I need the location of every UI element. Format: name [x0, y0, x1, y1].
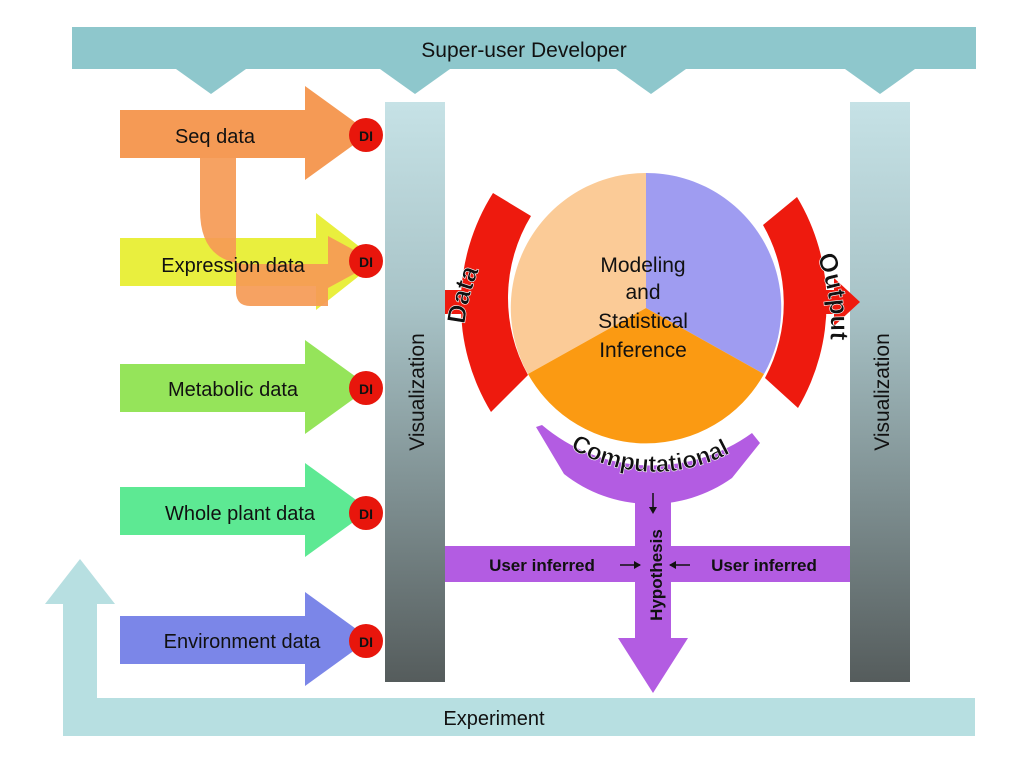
arrow-right-icon	[620, 561, 641, 569]
hypothesis-label: Hypothesis	[647, 529, 666, 621]
di-badge-seq: DI	[349, 118, 383, 152]
seq-data-arrow	[120, 86, 376, 306]
user-inferred-right-label: User inferred	[711, 556, 817, 575]
arrow-left-icon	[669, 561, 690, 569]
and-label: and	[625, 281, 660, 304]
super-user-developer-band: Super-user Developer	[72, 27, 976, 94]
metabolic-data-arrow	[120, 340, 370, 434]
whole-plant-data-arrow	[120, 463, 370, 557]
output-arc: Output	[763, 197, 860, 408]
hypothesis-flow: Computational Hypothesis User inferred U…	[445, 425, 850, 693]
arrow-down-icon	[649, 493, 657, 514]
modeling-label: Modeling	[600, 254, 685, 277]
visualization-label-left: Visualization	[406, 333, 429, 451]
super-user-developer-label: Super-user Developer	[421, 39, 626, 62]
di-badge-metabolic: DI	[349, 371, 383, 405]
statistical-label: Statistical	[598, 310, 688, 333]
seq-data-label: Seq data	[175, 126, 256, 148]
whole-plant-data-label: Whole plant data	[165, 503, 316, 525]
environment-data-arrow	[120, 592, 370, 686]
visualization-bar-left: Visualization	[385, 102, 445, 682]
experiment-label: Experiment	[443, 708, 545, 730]
data_sources-1-badge: DI	[359, 254, 373, 270]
experiment-band: Experiment	[45, 559, 975, 736]
visualization-bar-right: Visualization	[850, 102, 910, 682]
inference-label: Inference	[599, 339, 687, 362]
data_sources-4-badge: DI	[359, 634, 373, 650]
data_sources-0-badge: DI	[359, 128, 373, 144]
modeling-pie: Modeling and Statistical Inference	[510, 172, 782, 444]
di-badge-whole-plant: DI	[349, 496, 383, 530]
data_sources-3-badge: DI	[359, 506, 373, 522]
user-inferred-left-label: User inferred	[489, 556, 595, 575]
environment-data-label: Environment data	[164, 631, 322, 653]
data_sources-2-badge: DI	[359, 381, 373, 397]
di-badge-environment: DI	[349, 624, 383, 658]
visualization-label-right: Visualization	[871, 333, 894, 451]
metabolic-data-label: Metabolic data	[168, 379, 299, 401]
expression-data-label: Expression data	[161, 255, 305, 277]
di-badge-expression: DI	[349, 244, 383, 278]
